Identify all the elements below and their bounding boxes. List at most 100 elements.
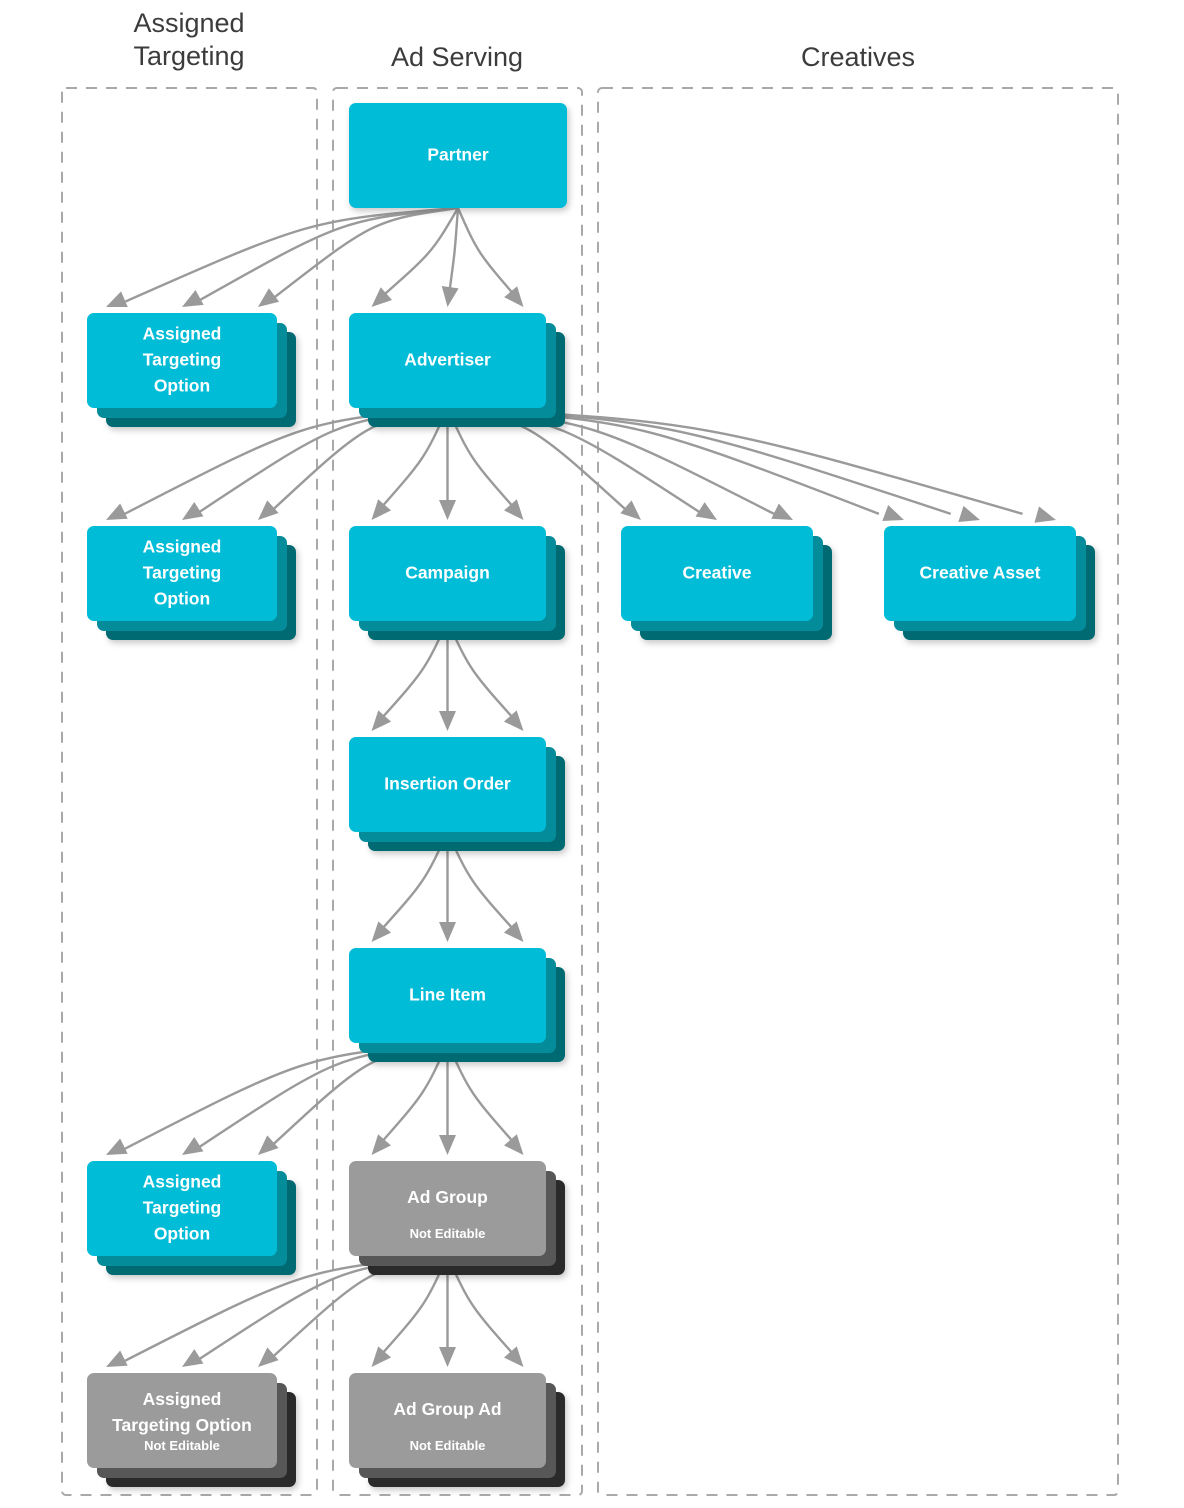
node-campaign[interactable]: Campaign: [349, 526, 565, 640]
edge-partner-to-assigned-targeting-option-partner: [106, 206, 459, 307]
edge-arrowhead-insertion-order-line-item-1: [439, 922, 456, 942]
node-label: Partner: [427, 145, 488, 165]
node-label: Creative Asset: [920, 563, 1041, 583]
edge-line: [196, 206, 459, 303]
edge-arrowhead-partner-assigned-targeting-option-partner-1: [182, 289, 204, 307]
edge-arrowhead-insertion-order-line-item-2: [503, 921, 524, 942]
edge-arrowhead-advertiser-campaign-0: [371, 499, 392, 520]
node-label: Assigned: [143, 537, 222, 557]
edge-arrowhead-advertiser-assigned-targeting-option-advertiser-2: [258, 500, 279, 520]
edge-arrowhead-line-item-ad-group-0: [371, 1134, 392, 1155]
edge-arrowhead-ad-group-ad-group-ad-2: [503, 1346, 524, 1367]
node-label: Campaign: [405, 563, 490, 583]
edge-arrowhead-advertiser-assigned-targeting-option-advertiser-1: [182, 502, 204, 520]
node-card[interactable]: [621, 526, 813, 621]
edge-arrowhead-advertiser-creative-asset-0: [882, 505, 904, 521]
node-creative[interactable]: Creative: [621, 526, 832, 640]
edge-line: [375, 207, 460, 303]
node-label: Option: [154, 376, 210, 396]
node-label: Assigned: [143, 1389, 222, 1409]
edge-arrowhead-line-item-ad-group-1: [439, 1135, 456, 1155]
edge-line: [268, 206, 459, 303]
node-card[interactable]: [349, 737, 546, 832]
node-label: Assigned: [143, 1172, 222, 1192]
node-label: Line Item: [409, 985, 486, 1005]
edge-arrowhead-advertiser-creative-2: [771, 503, 793, 520]
node-line-item[interactable]: Line Item: [349, 948, 565, 1062]
column-header-label-assigned-targeting: Targeting: [133, 41, 244, 71]
node-card[interactable]: [349, 526, 546, 621]
node-label: Insertion Order: [384, 774, 511, 794]
node-label: Option: [154, 589, 210, 609]
column-header-label-assigned-targeting: Assigned: [133, 8, 244, 38]
edge-line: [124, 206, 459, 303]
edge-arrowhead-advertiser-campaign-1: [439, 500, 456, 520]
node-label: Option: [154, 1224, 210, 1244]
edge-arrowhead-partner-assigned-targeting-option-partner-0: [106, 291, 128, 307]
node-advertiser[interactable]: Advertiser: [349, 313, 565, 427]
node-creative-asset[interactable]: Creative Asset: [884, 526, 1095, 640]
edge-arrowhead-ad-group-assigned-targeting-option-ad-group-1: [182, 1349, 204, 1367]
node-card[interactable]: [349, 103, 567, 208]
column-container-creatives: [597, 87, 1119, 1496]
node-layer: PartnerAssignedTargetingOptionAdvertiser…: [87, 103, 1095, 1487]
edge-arrowhead-ad-group-assigned-targeting-option-ad-group-2: [258, 1347, 279, 1367]
node-card[interactable]: [349, 948, 546, 1043]
edge-arrowhead-campaign-insertion-order-0: [371, 710, 392, 731]
node-sublabel-not-editable: Not Editable: [410, 1226, 486, 1241]
edge-arrowhead-advertiser-creative-0: [620, 500, 641, 520]
node-card[interactable]: [349, 1373, 546, 1468]
node-partner[interactable]: Partner: [349, 103, 567, 208]
edge-arrowhead-insertion-order-line-item-0: [371, 921, 392, 942]
node-label: Targeting: [143, 1198, 221, 1218]
edge-arrowhead-campaign-insertion-order-2: [503, 710, 524, 731]
edge-arrowhead-partner-advertiser-2: [504, 286, 524, 307]
edge-arrowhead-ad-group-ad-group-ad-1: [439, 1347, 456, 1367]
column-containers: [61, 87, 1119, 1496]
node-sublabel-not-editable: Not Editable: [144, 1438, 220, 1453]
node-label: Targeting Option: [112, 1415, 252, 1435]
edge-arrowhead-advertiser-creative-1: [695, 502, 717, 520]
edge-arrowhead-ad-group-assigned-targeting-option-ad-group-0: [106, 1350, 128, 1367]
column-header-label-creatives: Creatives: [801, 42, 915, 72]
edge-line: [456, 207, 521, 303]
edge-arrowhead-line-item-ad-group-2: [503, 1134, 524, 1155]
node-label: Targeting: [143, 350, 221, 370]
edge-arrowhead-advertiser-creative-asset-1: [958, 505, 980, 523]
edge-arrowhead-partner-assigned-targeting-option-partner-2: [258, 288, 280, 307]
node-insertion-order[interactable]: Insertion Order: [349, 737, 565, 851]
edge-arrowhead-ad-group-ad-group-ad-0: [371, 1346, 392, 1367]
node-card[interactable]: [87, 526, 277, 621]
node-card[interactable]: [349, 1161, 546, 1256]
node-label: Assigned: [143, 324, 222, 344]
node-card[interactable]: [87, 1373, 277, 1468]
node-card[interactable]: [349, 313, 546, 408]
node-label: Advertiser: [404, 350, 491, 370]
edge-arrowhead-partner-advertiser-1: [441, 286, 459, 307]
edge-arrowhead-line-item-assigned-targeting-option-line-item-1: [182, 1137, 204, 1155]
column-container-ad-serving: [332, 87, 583, 1496]
column-header-label-ad-serving: Ad Serving: [391, 42, 523, 72]
node-label: Targeting: [143, 563, 221, 583]
edge-arrowhead-advertiser-creative-asset-2: [1034, 506, 1056, 523]
node-label: Creative: [682, 563, 751, 583]
column-container-assigned-targeting: [61, 87, 318, 1496]
edge-arrowhead-campaign-insertion-order-1: [439, 711, 456, 731]
node-card[interactable]: [87, 313, 277, 408]
node-card[interactable]: [87, 1161, 277, 1256]
edge-arrowhead-advertiser-assigned-targeting-option-advertiser-0: [106, 503, 128, 520]
edge-partner-to-advertiser: [371, 207, 524, 307]
edge-arrowhead-line-item-assigned-targeting-option-line-item-2: [258, 1135, 279, 1155]
node-card[interactable]: [884, 526, 1076, 621]
node-label: Ad Group: [407, 1187, 488, 1207]
node-sublabel-not-editable: Not Editable: [410, 1438, 486, 1453]
